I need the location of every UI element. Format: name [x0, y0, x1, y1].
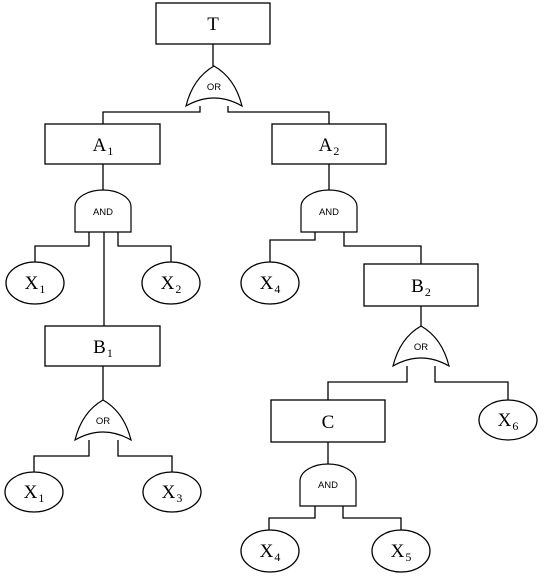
event-label: X6 — [498, 410, 519, 433]
or-gate-top: OR — [185, 65, 243, 108]
event-label: X3 — [162, 482, 183, 505]
event-label: X5 — [391, 541, 412, 564]
or-gate-b1: OR — [74, 399, 132, 442]
event-box-a2: A2 — [271, 123, 387, 165]
event-label: C — [322, 412, 335, 433]
basic-event-x3: X3 — [142, 471, 202, 513]
basic-event-x6: X6 — [478, 399, 538, 441]
event-label: B1 — [93, 337, 113, 360]
event-box-t: T — [155, 2, 271, 45]
event-box-a1: A1 — [44, 123, 161, 165]
connectors — [33, 44, 509, 530]
and-gate-c: AND — [299, 463, 357, 507]
basic-event-x4-b: X4 — [240, 529, 300, 573]
event-label: X1 — [25, 273, 46, 296]
event-box-c: C — [270, 399, 386, 443]
basic-event-x2: X2 — [141, 261, 201, 305]
and-gate-a1: AND — [74, 189, 132, 233]
gate-label-and: AND — [319, 207, 339, 218]
gate-label-and: AND — [318, 480, 338, 491]
gate-label-or: OR — [414, 342, 428, 353]
basic-event-x5: X5 — [371, 529, 431, 573]
event-label: A1 — [93, 135, 114, 158]
event-label: X4 — [260, 273, 281, 296]
event-box-b1: B1 — [44, 325, 161, 367]
gate-label-and: AND — [93, 207, 113, 218]
event-label: X1 — [24, 482, 45, 505]
event-label: X2 — [161, 273, 182, 296]
event-label: B2 — [411, 276, 431, 299]
basic-event-x1-b: X1 — [4, 471, 64, 513]
gate-label-or: OR — [207, 82, 221, 93]
basic-event-x1-a: X1 — [5, 261, 65, 305]
event-label: T — [207, 14, 219, 35]
and-gate-a2: AND — [300, 189, 358, 233]
gate-label-or: OR — [96, 416, 110, 427]
or-gate-b2: OR — [392, 325, 450, 368]
event-label: A2 — [319, 135, 340, 158]
event-label: X4 — [260, 541, 281, 564]
event-box-b2: B2 — [363, 263, 479, 307]
basic-event-x4-a: X4 — [240, 261, 300, 305]
